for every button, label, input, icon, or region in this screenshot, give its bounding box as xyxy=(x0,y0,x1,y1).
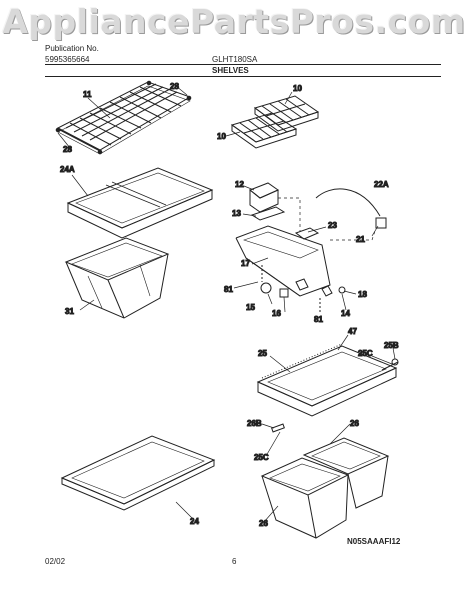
section-title: SHELVES xyxy=(212,66,249,75)
callout-14: 14 xyxy=(341,309,350,318)
watermark-logo: AppliancePartsPros.com xyxy=(2,2,466,41)
crisper-pan-26-back xyxy=(302,437,390,509)
publication-label: Publication No. xyxy=(45,44,99,53)
leader-lines xyxy=(57,85,396,523)
callout-15: 15 xyxy=(246,303,255,312)
callout-24: 24 xyxy=(190,517,199,526)
callout-16: 16 xyxy=(272,309,281,318)
callout-26b: 26B xyxy=(247,419,262,428)
callout-22a: 22A xyxy=(374,180,389,189)
callout-25b-top: 25B xyxy=(384,341,399,350)
callout-24a: 24A xyxy=(60,165,75,174)
callout-13: 13 xyxy=(232,209,241,218)
callout-26-right: 26 xyxy=(350,419,359,428)
wire-shelf-11 xyxy=(55,80,192,155)
header-rule-top xyxy=(45,64,441,65)
callout-26-bottom: 26 xyxy=(259,519,268,528)
callout-25c-top: 25C xyxy=(358,349,373,358)
crisper-pan-31 xyxy=(64,237,170,319)
glass-shelf-24 xyxy=(60,435,216,511)
ice-maker-assembly xyxy=(235,182,387,312)
callout-47: 47 xyxy=(348,327,357,336)
callout-25: 25 xyxy=(258,349,267,358)
callout-23: 23 xyxy=(328,221,337,230)
callout-17: 17 xyxy=(241,259,250,268)
header-rule-bottom xyxy=(45,76,441,77)
callout-10-upper: 10 xyxy=(293,84,302,93)
callout-81-right: 81 xyxy=(314,315,323,324)
callout-18: 18 xyxy=(358,290,367,299)
glass-shelf-47 xyxy=(256,343,399,433)
callout-10-lower: 10 xyxy=(217,132,226,141)
callout-31: 31 xyxy=(65,307,74,316)
publication-number: 5995365664 xyxy=(45,55,90,64)
callout-28-bottom: 28 xyxy=(63,145,72,154)
glass-shelf-24a xyxy=(66,167,214,239)
drawing-code: N05SAAAFI12 xyxy=(347,537,401,546)
callout-21: 21 xyxy=(356,235,365,244)
model-number: GLHT180SA xyxy=(212,55,258,64)
crisper-pan-26-front xyxy=(260,457,350,539)
callout-12: 12 xyxy=(235,180,244,189)
callout-11: 11 xyxy=(83,90,92,99)
callout-28-top: 28 xyxy=(170,82,179,91)
footer-date: 02/02 xyxy=(45,557,66,566)
callout-25c-bottom: 25C xyxy=(254,453,269,462)
ice-tray-10-lower xyxy=(230,112,298,149)
page-number: 6 xyxy=(232,557,237,566)
callout-81-left: 81 xyxy=(224,285,233,294)
ice-bin-bracket-13 xyxy=(250,206,286,221)
